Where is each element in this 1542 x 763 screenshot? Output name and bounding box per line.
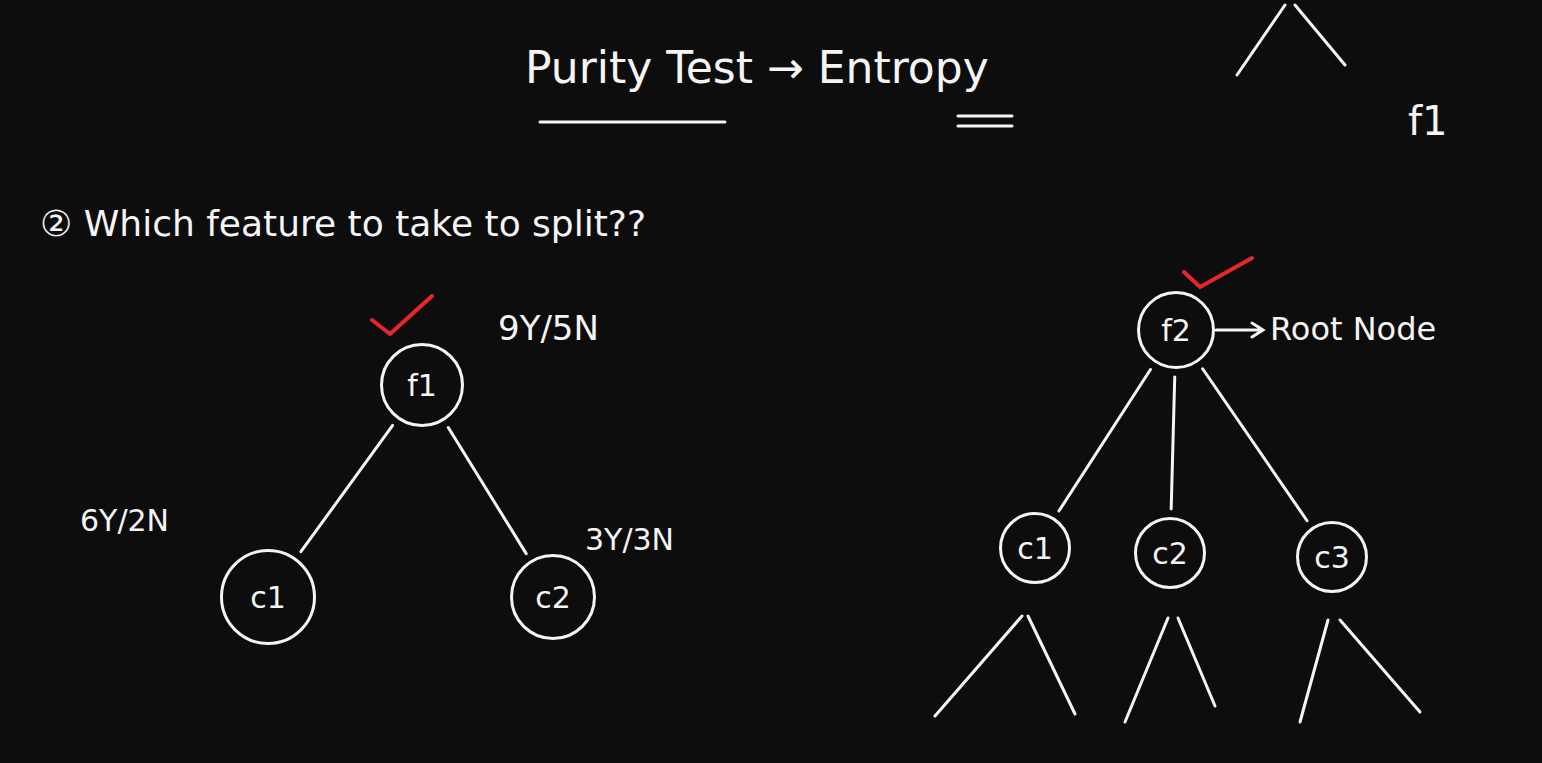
split-lines — [1237, 5, 1345, 75]
branch-line — [448, 428, 526, 554]
tree-node-circle: f1 — [380, 343, 464, 427]
annotation: 3Y/3N — [585, 522, 674, 557]
node-label: c2 — [1152, 536, 1188, 571]
annotation: 6Y/2N — [80, 503, 169, 538]
annotation: 9Y/5N — [498, 308, 599, 348]
node-label: c1 — [250, 580, 286, 615]
branch-line — [1203, 369, 1307, 521]
node-label: c3 — [1314, 540, 1350, 575]
tree-node-circle: c2 — [1134, 517, 1206, 589]
double-underline — [958, 116, 1012, 126]
split-lines — [935, 616, 1075, 716]
split-lines — [1300, 620, 1420, 722]
tree-node-circle: c3 — [1296, 521, 1368, 593]
tree-node-circle: f2 — [1137, 291, 1215, 369]
check-mark — [372, 296, 432, 334]
node-label: f2 — [1161, 313, 1191, 348]
branch-line — [1171, 377, 1175, 509]
annotation: Root Node — [1270, 310, 1436, 348]
tree-node-circle: c1 — [220, 549, 316, 645]
node-label: c1 — [1017, 531, 1053, 566]
node-label: f1 — [407, 368, 437, 403]
branch-line — [301, 425, 393, 551]
node-label: c2 — [535, 580, 571, 615]
split-lines — [1125, 618, 1215, 722]
check-mark — [1184, 258, 1252, 287]
branch-line — [1059, 369, 1151, 511]
title: Purity Test → Entropy — [525, 42, 989, 93]
tree-node-circle: c1 — [999, 512, 1071, 584]
annotation: ② Which feature to take to split?? — [40, 203, 646, 244]
tree-node-circle: c2 — [510, 554, 596, 640]
underline — [540, 121, 725, 124]
annotation: f1 — [1408, 98, 1448, 144]
pointer-arrow — [1216, 323, 1263, 337]
